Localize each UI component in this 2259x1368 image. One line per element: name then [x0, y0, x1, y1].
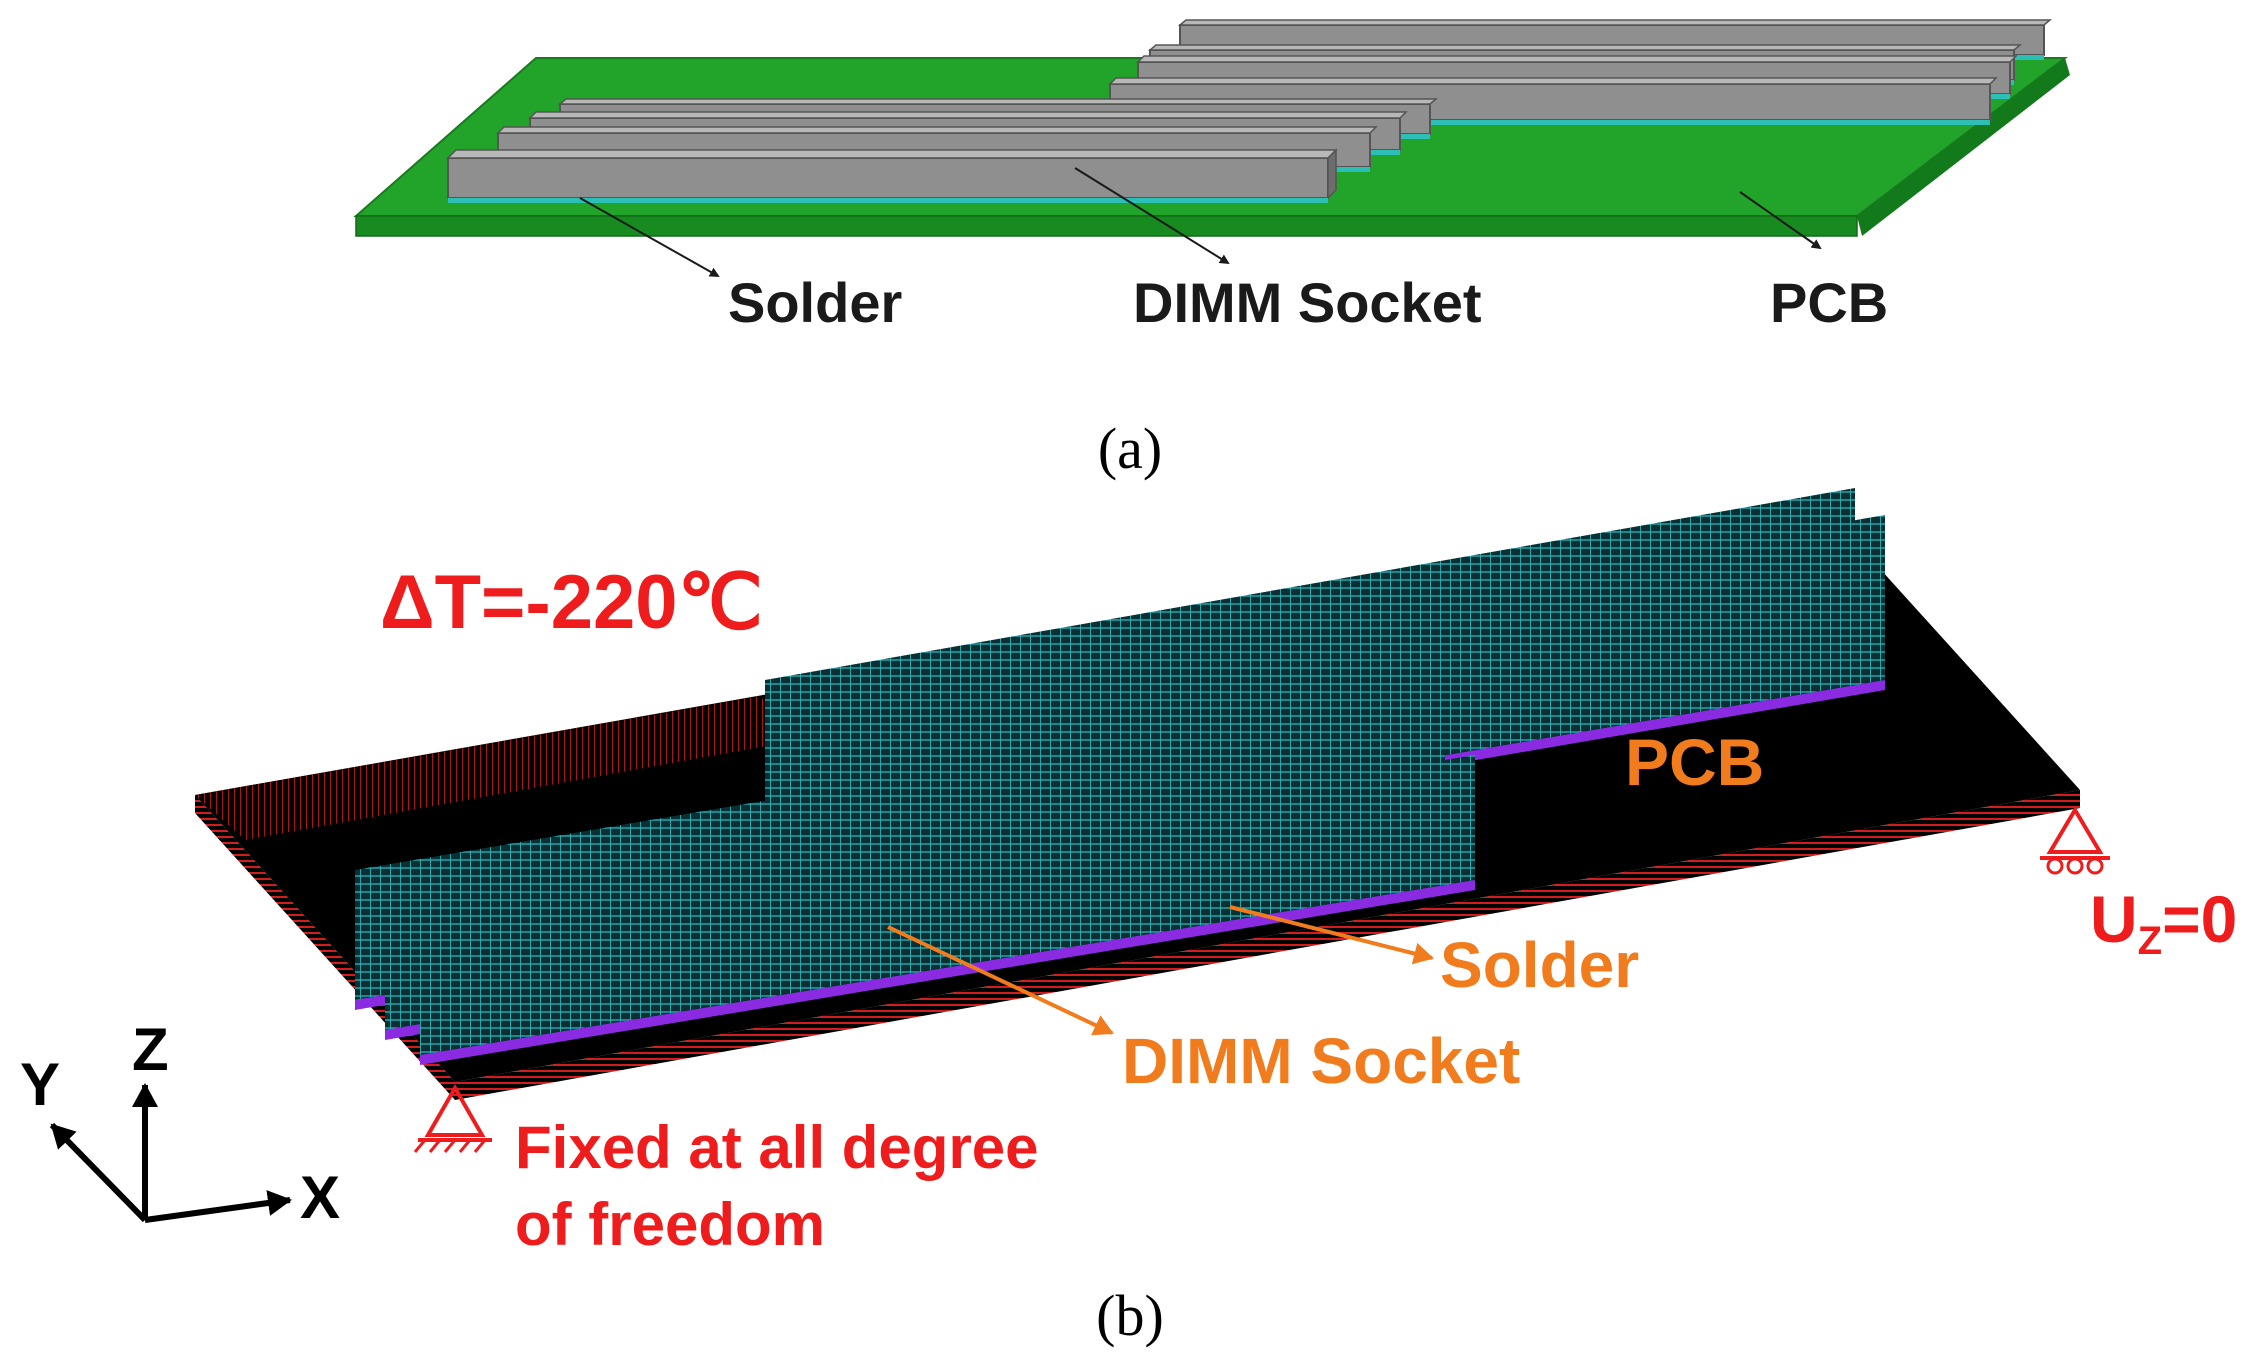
- dimm-socket-label-a: DIMM Socket: [1133, 271, 1482, 334]
- fe-mesh-sockets: [355, 488, 1885, 1065]
- leader-lines-b: [887, 905, 1434, 1036]
- caption-b: (b): [1096, 1283, 1164, 1348]
- fixed-support-icon: [413, 1083, 492, 1153]
- fixed-dof-label-line1: Fixed at all degree: [515, 1114, 1039, 1181]
- dimm-sockets-a: [446, 19, 2053, 203]
- x-axis-label: X: [300, 1164, 340, 1231]
- pcb-label-a: PCB: [1770, 271, 1888, 334]
- panel-b: PCB Solder DIMM Socket ΔT=-220℃ Fixed at…: [20, 488, 2237, 1348]
- y-axis-label: Y: [20, 1051, 60, 1118]
- fixed-dof-label-line2: of freedom: [515, 1191, 825, 1258]
- panel-a: Solder DIMM Socket PCB (a): [353, 19, 2070, 481]
- dimm-socket-label-b: DIMM Socket: [1122, 1025, 1520, 1097]
- roller-support-icon: [2040, 806, 2110, 875]
- leader-lines-a: [579, 167, 1822, 277]
- solder-label-b: Solder: [1440, 929, 1639, 1001]
- caption-a: (a): [1098, 416, 1162, 481]
- pcb-label-b: PCB: [1625, 725, 1764, 799]
- mesh-socket: [420, 755, 1475, 1065]
- axis-triad: [49, 1083, 292, 1223]
- dimm-socket: [446, 148, 1338, 203]
- z-axis-label: Z: [132, 1016, 169, 1083]
- uz-label: UZ=0: [2090, 882, 2237, 963]
- delta-t-label: ΔT=-220℃: [380, 560, 763, 645]
- solder-label-a: Solder: [728, 271, 902, 334]
